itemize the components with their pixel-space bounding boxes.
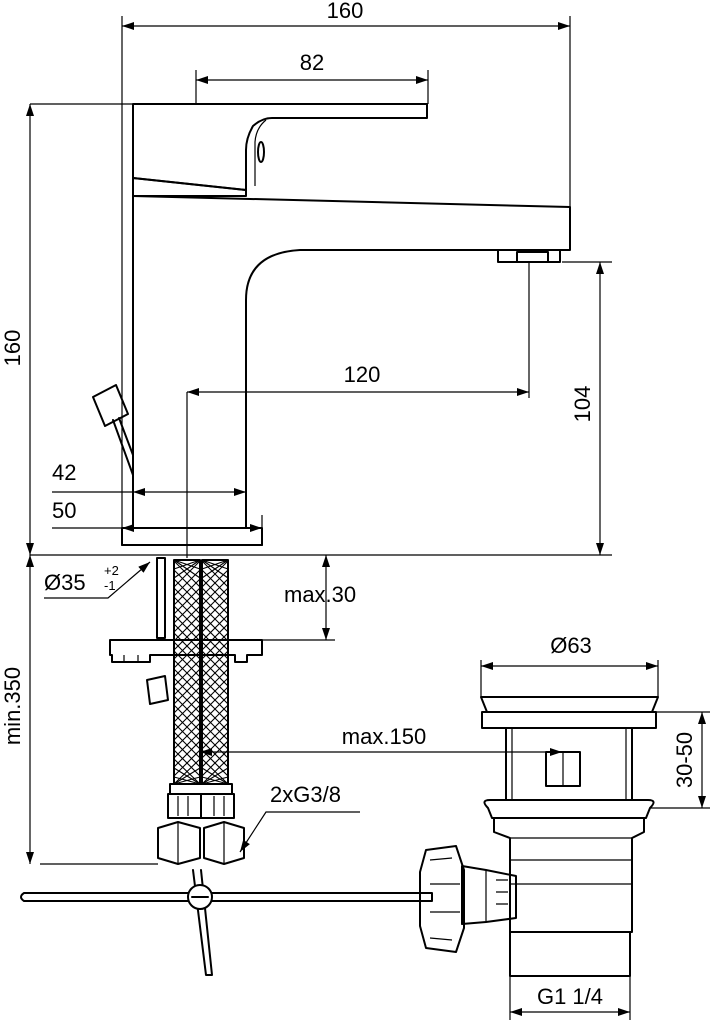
dim-base-width: 50 [52, 498, 76, 523]
dim-overall-width: 160 [327, 0, 364, 23]
dim-waste-thread: G1 1/4 [537, 984, 603, 1009]
dim-lever-length: 82 [300, 50, 324, 75]
dimension-lines [26, 16, 710, 1020]
pull-rod [20, 869, 433, 976]
dim-hole-tol-plus: +2 [104, 563, 119, 578]
dim-waste-diameter: Ø63 [550, 633, 592, 658]
dim-waste-height: 30-50 [672, 732, 697, 788]
mounting-hardware [109, 557, 263, 705]
dim-overall-height: 160 [0, 330, 25, 367]
dim-min-hose-length: min.350 [0, 667, 25, 745]
dim-connection: 2xG3/8 [270, 782, 341, 807]
hose-fittings [157, 783, 245, 865]
dim-spout-projection: 120 [344, 362, 381, 387]
dimension-labels: 160 82 160 120 104 42 50 Ø35 +2 -1 max.3… [0, 0, 697, 1009]
dim-hole-diameter: Ø35 [44, 570, 86, 595]
faucet-body [121, 103, 571, 546]
dim-hole-tol-minus: -1 [104, 578, 116, 593]
dim-body-width: 42 [52, 460, 76, 485]
dim-max-rod: max.150 [342, 724, 426, 749]
braided-hose-left [173, 559, 201, 785]
popup-rod-knob [92, 384, 134, 476]
dim-max-thickness: max.30 [284, 582, 356, 607]
dim-spout-height: 104 [570, 386, 595, 423]
braided-hose-right [201, 559, 229, 785]
popup-waste [419, 696, 659, 977]
